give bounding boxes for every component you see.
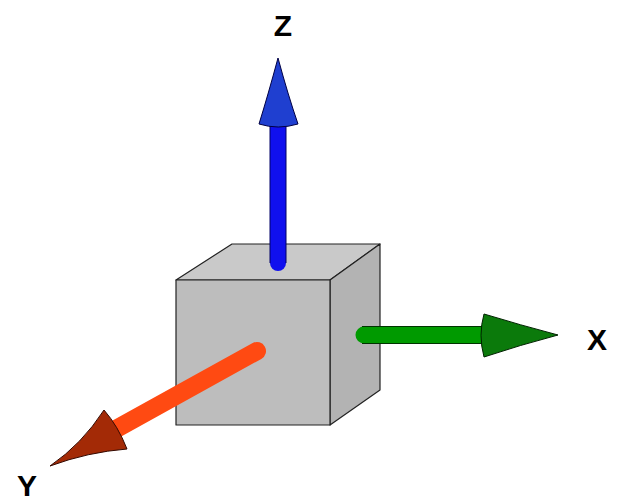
cube — [176, 244, 380, 425]
z-shaft-outline — [286, 126, 287, 263]
x-shaft — [364, 327, 486, 344]
x-axis-arrow — [362, 314, 558, 357]
y-arrowhead — [50, 410, 127, 466]
z-shaft-outline — [270, 126, 271, 263]
z-arrowhead — [259, 58, 298, 127]
z-shaft — [270, 126, 286, 263]
x-shaft-outline — [362, 343, 486, 344]
axis-label: Y — [17, 471, 37, 501]
z-axis-arrow — [259, 58, 298, 263]
axis-label: X — [587, 325, 607, 355]
x-shaft-outline — [362, 326, 486, 327]
axis-label: Z — [274, 11, 292, 41]
y-axis-arrow — [50, 351, 257, 466]
x-arrowhead — [481, 314, 558, 357]
y-shaft — [116, 351, 257, 429]
